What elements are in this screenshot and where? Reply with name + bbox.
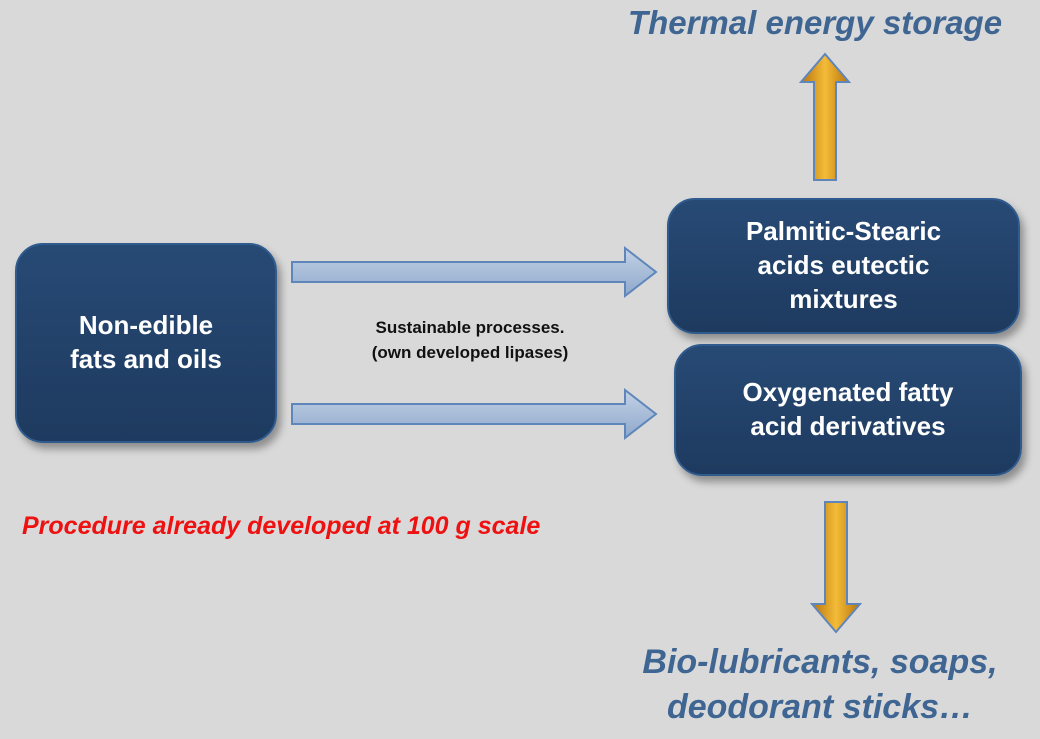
outcome-bio-products: Bio-lubricants, soaps, deodorant sticks… (642, 643, 998, 726)
process-note: Sustainable processes. (own developed li… (371, 318, 569, 362)
up-arrow-icon (798, 52, 852, 181)
product-eutectic-label: Palmitic-Stearic acids eutectic mixtures (745, 216, 942, 314)
right-arrow-icon (291, 387, 658, 441)
down-arrow-icon (809, 501, 863, 634)
product-eutectic-box: Palmitic-Stearic acids eutectic mixtures (667, 198, 1020, 334)
product-oxygenated-label: Oxygenated fatty acid derivatives (742, 377, 954, 441)
outcome-thermal-storage: Thermal energy storage (627, 4, 1003, 41)
source-box-label: Non-edible fats and oils (70, 310, 222, 374)
source-box: Non-edible fats and oils (15, 243, 277, 443)
right-arrow-icon (291, 245, 658, 299)
product-oxygenated-box: Oxygenated fatty acid derivatives (674, 344, 1022, 476)
scale-note: Procedure already developed at 100 g sca… (22, 512, 541, 540)
